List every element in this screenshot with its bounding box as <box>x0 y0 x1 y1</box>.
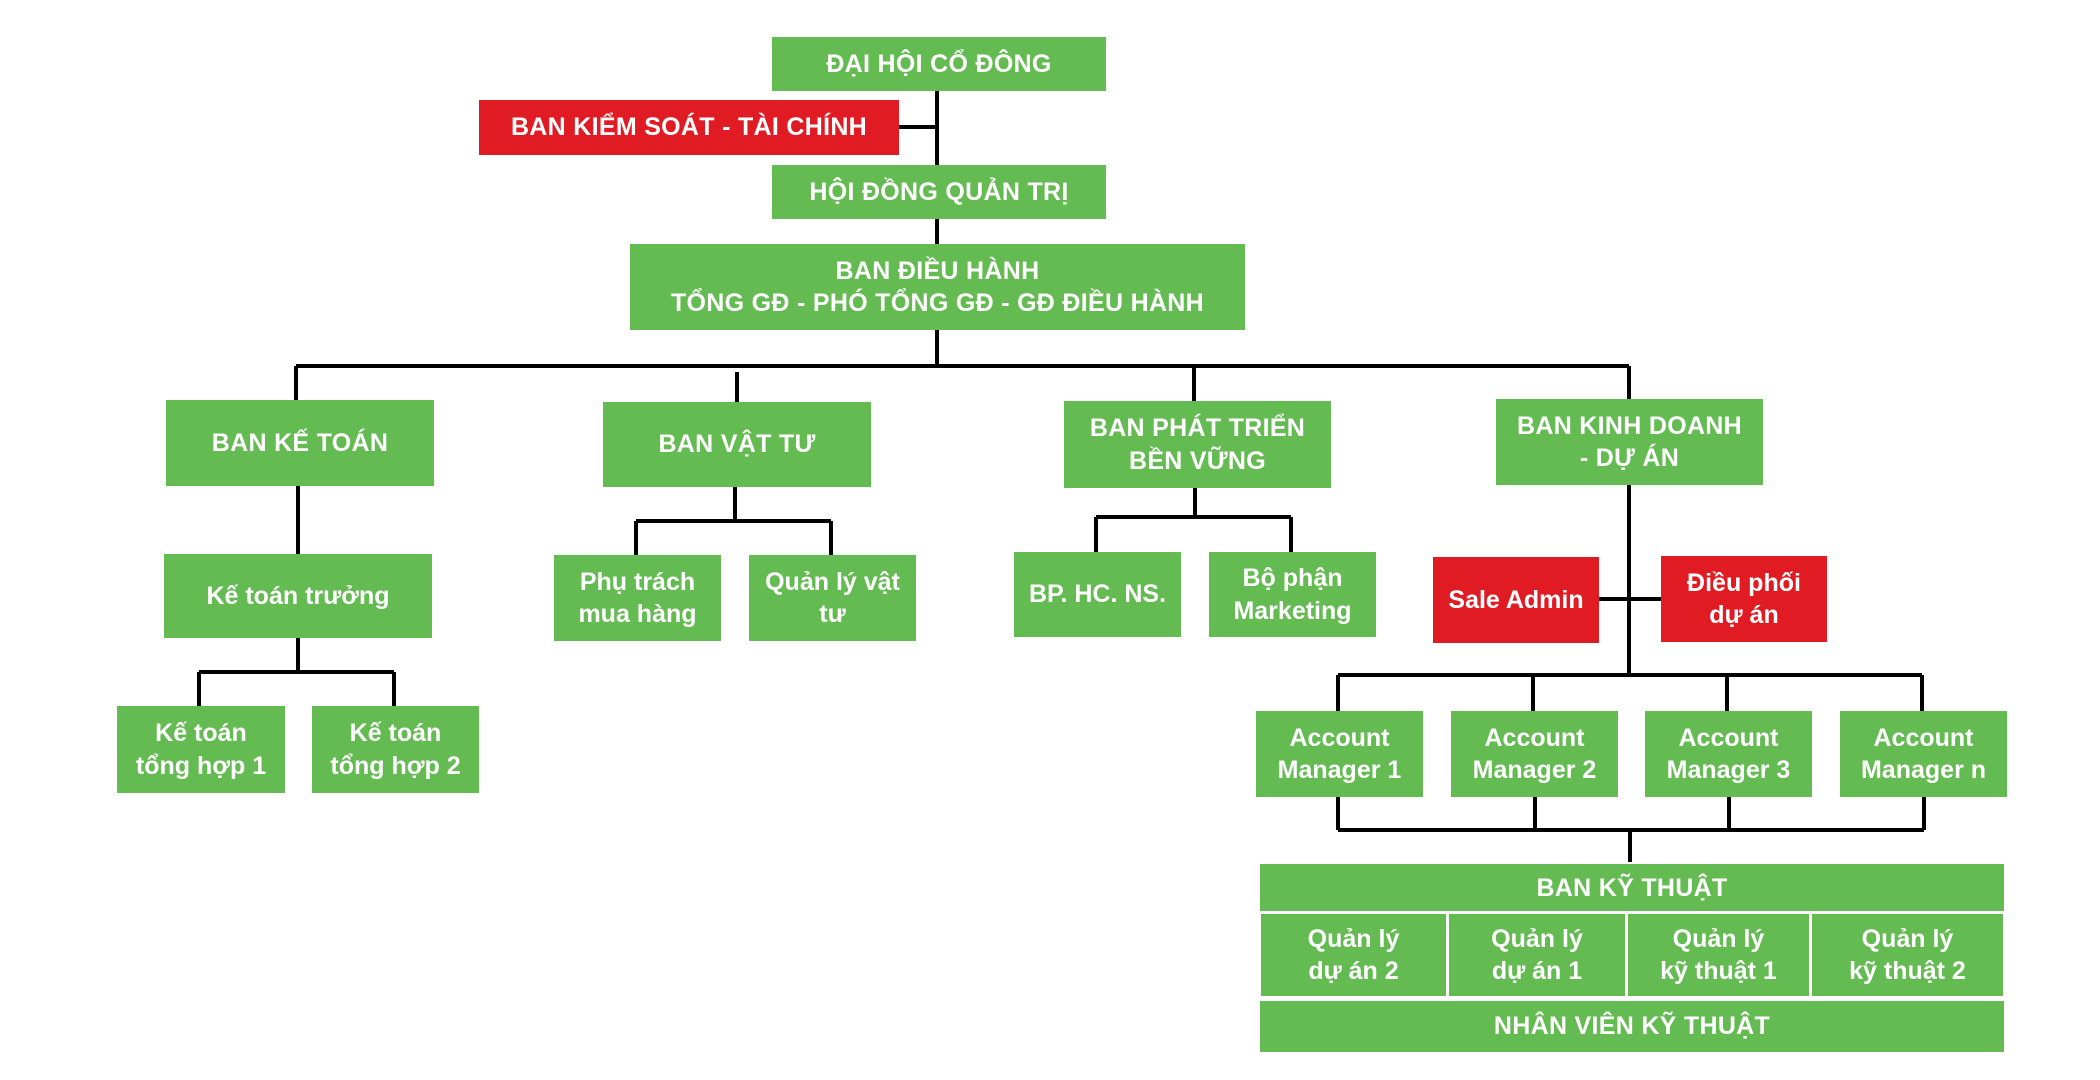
materials-dept-box: BAN VẬT TƯ <box>603 402 871 487</box>
account-manager-1-box: Account Manager 1 <box>1256 711 1423 797</box>
technical-staff-box: NHÂN VIÊN KỸ THUẬT <box>1260 1001 2004 1052</box>
sales-dept-box: BAN KINH DOANH - DỰ ÁN <box>1496 399 1763 485</box>
connector-accounting-staff <box>197 638 396 706</box>
project-coordinator-box: Điều phối dự án <box>1661 556 1827 642</box>
board-box: HỘI ĐỒNG QUẢN TRỊ <box>772 165 1106 219</box>
chief-accountant-box: Kế toán trưởng <box>164 554 432 638</box>
connector-am-bottom <box>1336 797 1926 862</box>
connector-materials-staff <box>634 487 833 555</box>
tech-manager-technical-1-box: Quản lý kỹ thuật 1 <box>1625 911 1812 999</box>
marketing-box: Bộ phận Marketing <box>1209 552 1376 637</box>
account-manager-2-box: Account Manager 2 <box>1451 711 1618 797</box>
admin-hr-box: BP. HC. NS. <box>1014 552 1181 637</box>
account-manager-3-box: Account Manager 3 <box>1645 711 1812 797</box>
accountant-1-box: Kế toán tổng hợp 1 <box>117 706 285 793</box>
materials-manager-box: Quản lý vật tư <box>749 555 916 641</box>
tech-manager-project-1-box: Quản lý dự án 1 <box>1446 911 1628 999</box>
accounting-dept-box: BAN KẾ TOÁN <box>166 400 434 486</box>
sustainability-dept-box: BAN PHÁT TRIỂN BỀN VỮNG <box>1064 401 1331 488</box>
sale-admin-box: Sale Admin <box>1433 557 1599 643</box>
tech-manager-technical-2-box: Quản lý kỹ thuật 2 <box>1809 911 2006 999</box>
purchasing-box: Phụ trách mua hàng <box>554 555 721 641</box>
executive-box: BAN ĐIỀU HÀNH TỔNG GĐ - PHÓ TỔNG GĐ - GĐ… <box>630 244 1245 330</box>
accountant-2-box: Kế toán tổng hợp 2 <box>312 706 479 793</box>
connector-am-top <box>1336 673 1924 711</box>
shareholders-box: ĐẠI HỘI CỔ ĐÔNG <box>772 37 1106 91</box>
account-manager-n-box: Account Manager n <box>1840 711 2007 797</box>
supervisory-box: BAN KIỂM SOÁT - TÀI CHÍNH <box>479 100 899 155</box>
tech-manager-project-2-box: Quản lý dự án 2 <box>1258 911 1449 999</box>
technical-dept-box: BAN KỸ THUẬT <box>1260 864 2004 912</box>
connector-sustainability-staff <box>1094 486 1293 552</box>
